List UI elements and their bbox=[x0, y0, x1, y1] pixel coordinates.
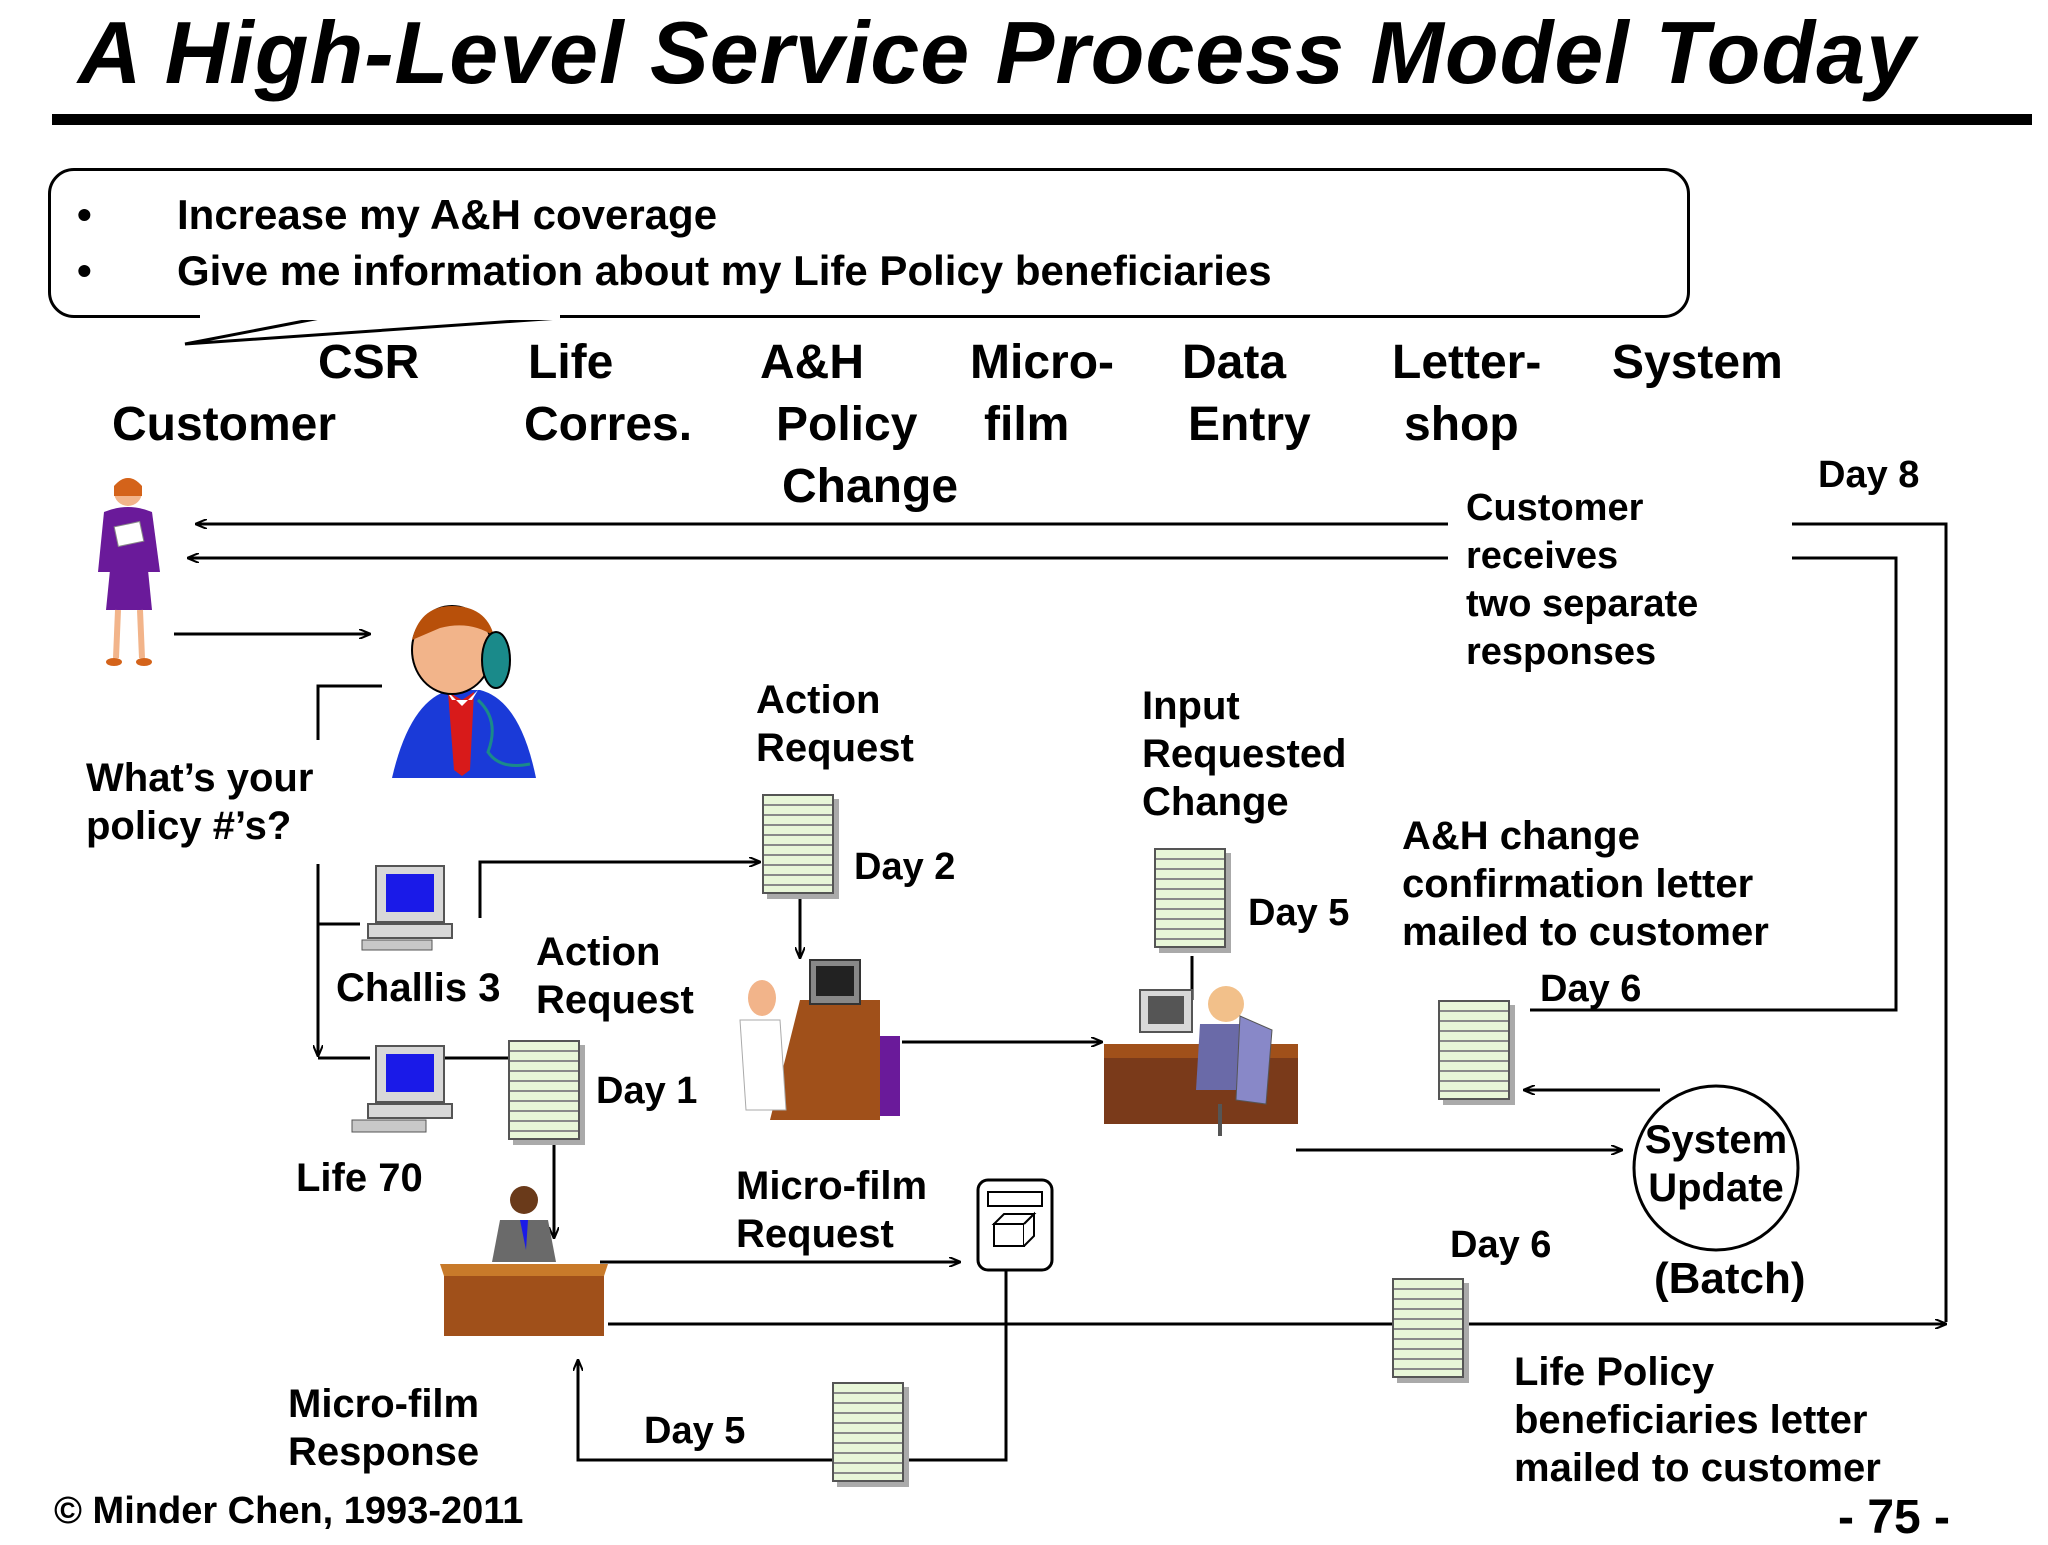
customer-receives-note: Customer receives two separate responses bbox=[1466, 484, 1698, 676]
whats-your-policy-line2: policy #’s? bbox=[86, 804, 292, 848]
lane-system: System bbox=[1612, 336, 1783, 389]
day-1-label: Day 1 bbox=[596, 1070, 698, 1112]
lane-microfilm-line1: Micro- bbox=[970, 336, 1114, 389]
csr-phone-figure-icon bbox=[392, 605, 536, 778]
lane-lettershop: Letter- shop bbox=[1392, 332, 1541, 456]
life-letter-doc bbox=[1392, 1278, 1464, 1378]
ah-policy-worker-icon bbox=[739, 959, 900, 1120]
lane-csr: CSR bbox=[318, 336, 420, 389]
bullet-icon: • bbox=[77, 191, 92, 238]
action-request-top-line1: Action bbox=[756, 678, 881, 722]
request-item-life: • Give me information about my Life Polic… bbox=[77, 247, 1272, 295]
lane-ah-line1: A&H bbox=[760, 336, 864, 389]
action-request-top-label: Action Request bbox=[756, 676, 914, 772]
lane-life-corres-line1: Life bbox=[528, 336, 614, 389]
whats-your-policy-line1: What’s your bbox=[86, 756, 314, 800]
input-change-line2: Requested bbox=[1142, 732, 1347, 776]
life-corres-worker-icon bbox=[440, 1186, 608, 1336]
life70-computer-icon bbox=[351, 1045, 453, 1133]
microfilm-cabinet-icon bbox=[976, 1178, 1054, 1272]
bubble-tail bbox=[184, 316, 561, 346]
challis-to-action-request-arrow bbox=[478, 862, 760, 918]
input-change-doc bbox=[1154, 848, 1226, 948]
life-letter-line2: beneficiaries letter bbox=[1514, 1398, 1868, 1442]
action-request-mid-line2: Request bbox=[536, 978, 694, 1022]
copyright-footer: © Minder Chen, 1993-2011 bbox=[54, 1490, 524, 1532]
microfilm-response-doc bbox=[832, 1382, 904, 1482]
lane-data-entry-line1: Data bbox=[1182, 336, 1287, 389]
action-request-top-line2: Request bbox=[756, 726, 914, 770]
customer-receives-line4: responses bbox=[1466, 631, 1657, 673]
bullet-icon: • bbox=[77, 247, 92, 294]
lane-lettershop-line2: shop bbox=[1404, 398, 1519, 451]
return-arrow-ah-letter bbox=[1530, 556, 1898, 1012]
customer-speech-bubble: • Increase my A&H coverage • Give me infor… bbox=[48, 168, 1690, 318]
microfilm-response-label: Micro-film Response bbox=[288, 1380, 479, 1476]
lane-data-entry: Data Entry bbox=[1182, 332, 1311, 456]
action-request-doc-top bbox=[762, 794, 834, 894]
action-request-doc-mid bbox=[508, 1040, 580, 1140]
microfilm-request-line1: Micro-film bbox=[736, 1164, 928, 1208]
microfilm-request-line2: Request bbox=[736, 1212, 894, 1256]
request-item-ah: • Increase my A&H coverage bbox=[77, 191, 717, 239]
challis-computer-icon bbox=[361, 865, 453, 951]
action-request-mid-line1: Action bbox=[536, 930, 661, 974]
ah-letter-note: A&H change confirmation letter mailed to… bbox=[1402, 812, 1769, 956]
life-letter-note: Life Policy beneficiaries letter mailed … bbox=[1514, 1348, 1881, 1492]
microfilm-response-line2: Response bbox=[288, 1430, 480, 1474]
lane-life-corres-line2: Corres. bbox=[524, 398, 693, 451]
customer-receives-line1: Customer bbox=[1466, 487, 1644, 529]
lane-ah-line2: Policy bbox=[776, 398, 918, 451]
life-letter-line1: Life Policy bbox=[1514, 1350, 1715, 1394]
page-number: - 75 - bbox=[1838, 1491, 1951, 1544]
slide-title: A High-Level Service Process Model Today bbox=[78, 3, 1917, 102]
lane-ah-policy-change: A&H Policy Change bbox=[760, 332, 958, 518]
day-5-micro-label: Day 5 bbox=[644, 1410, 746, 1452]
title-underline bbox=[52, 114, 2032, 125]
customer-figure-icon bbox=[98, 478, 160, 666]
day-2-label: Day 2 bbox=[854, 846, 956, 888]
lane-customer: Customer bbox=[112, 398, 337, 451]
return-arrow-life-letter bbox=[1792, 522, 1948, 1322]
lane-ah-line3: Change bbox=[782, 460, 959, 513]
input-change-line3: Change bbox=[1142, 780, 1289, 824]
ah-letter-line3: mailed to customer bbox=[1402, 910, 1769, 954]
lane-life-corres: Life Corres. bbox=[524, 332, 692, 456]
ah-letter-doc bbox=[1438, 1000, 1510, 1100]
ah-letter-line2: confirmation letter bbox=[1402, 862, 1754, 906]
lane-microfilm-line2: film bbox=[984, 398, 1070, 451]
day-6-life-label: Day 6 bbox=[1450, 1224, 1552, 1266]
action-request-mid-label: Action Request bbox=[536, 928, 694, 1024]
microfilm-request-label: Micro-film Request bbox=[736, 1162, 927, 1258]
data-entry-worker-icon bbox=[1104, 986, 1298, 1136]
day-8-label: Day 8 bbox=[1818, 454, 1920, 496]
day-6-ah-label: Day 6 bbox=[1540, 968, 1642, 1010]
ah-letter-line1: A&H change bbox=[1402, 814, 1640, 858]
lane-data-entry-line2: Entry bbox=[1188, 398, 1311, 451]
system-update-line1: System bbox=[1644, 1118, 1788, 1162]
system-update-circle bbox=[1632, 1084, 1800, 1252]
batch-label: (Batch) bbox=[1654, 1254, 1806, 1303]
whats-your-policy-label: What’s your policy #’s? bbox=[86, 754, 313, 850]
request-item-life-text: Give me information about my Life Policy… bbox=[177, 247, 1272, 294]
microfilm-response-arrow bbox=[578, 1268, 1008, 1462]
system-update-label: System Update bbox=[1640, 1116, 1792, 1212]
input-change-line1: Input bbox=[1142, 684, 1240, 728]
customer-receives-line3: two separate bbox=[1466, 583, 1699, 625]
lane-microfilm: Micro- film bbox=[970, 332, 1114, 456]
life70-label: Life 70 bbox=[296, 1156, 423, 1200]
lane-lettershop-line1: Letter- bbox=[1392, 336, 1542, 389]
input-requested-change-label: Input Requested Change bbox=[1142, 682, 1347, 826]
csr-to-life70-arrow bbox=[316, 684, 382, 740]
challis-label: Challis 3 bbox=[336, 966, 501, 1010]
day-5-input-label: Day 5 bbox=[1248, 892, 1350, 934]
life-letter-line3: mailed to customer bbox=[1514, 1446, 1881, 1490]
microfilm-response-line1: Micro-film bbox=[288, 1382, 480, 1426]
customer-receives-line2: receives bbox=[1466, 535, 1619, 577]
request-item-ah-text: Increase my A&H coverage bbox=[177, 191, 718, 238]
system-update-line2: Update bbox=[1648, 1166, 1784, 1210]
